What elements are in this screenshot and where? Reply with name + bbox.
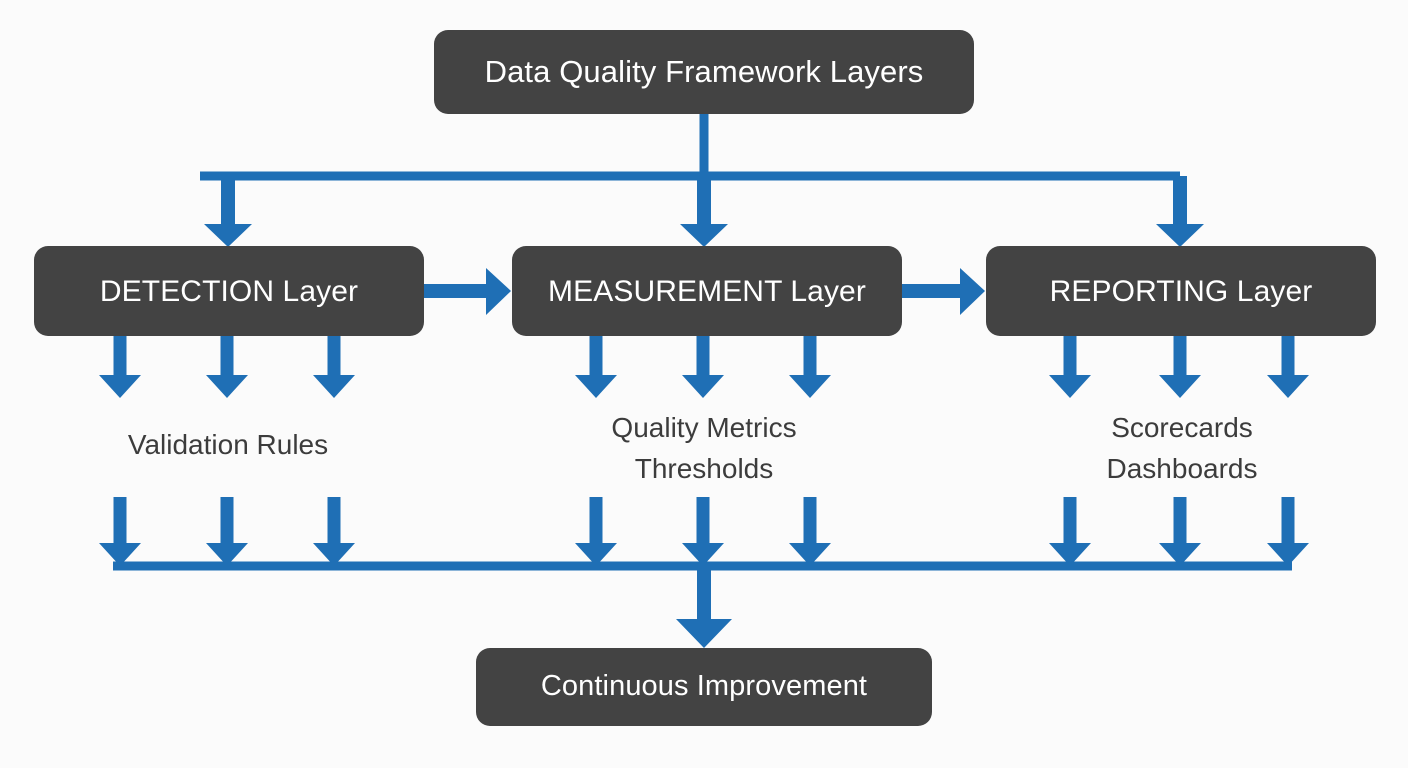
node-layer-detection[interactable]: DETECTION Layer [34, 246, 424, 336]
node-outcome-continuous-improvement[interactable]: Continuous Improvement [476, 648, 932, 726]
leaf-text-detection: Validation Rules [28, 424, 428, 465]
node-layer-reporting-label: REPORTING Layer [1049, 274, 1313, 308]
node-layer-measurement[interactable]: MEASUREMENT Layer [512, 246, 902, 336]
node-root-label: Data Quality Framework Layers [484, 53, 924, 89]
leaf-line: Quality Metrics [611, 412, 797, 443]
node-layer-reporting[interactable]: REPORTING Layer [986, 246, 1376, 336]
arrow-bus-to-measurement [680, 176, 728, 247]
connector-title-to-bus [200, 114, 1180, 181]
arrows-detection-to-leaf [99, 336, 355, 398]
node-outcome-label: Continuous Improvement [540, 670, 868, 703]
leaf-line: Thresholds [634, 453, 774, 484]
leaf-line: Dashboards [1106, 453, 1258, 484]
arrow-bus-to-reporting [1156, 176, 1204, 247]
leaf-line: Scorecards [1111, 412, 1253, 443]
leaf-text-reporting: Scorecards Dashboards [982, 407, 1382, 489]
node-layer-detection-label: DETECTION Layer [99, 274, 359, 308]
leaf-line: Validation Rules [127, 429, 329, 460]
arrow-measurement-to-reporting [902, 268, 985, 315]
arrow-bus-to-detection [204, 176, 252, 247]
arrow-detection-to-measurement [424, 268, 511, 315]
node-root[interactable]: Data Quality Framework Layers [434, 30, 974, 114]
node-layer-measurement-label: MEASUREMENT Layer [548, 274, 866, 308]
arrows-leaf-to-bottom-bus [99, 497, 1309, 566]
arrows-measurement-to-leaf [575, 336, 831, 398]
arrow-bus-to-outcome [676, 566, 732, 648]
leaf-text-measurement: Quality Metrics Thresholds [504, 407, 904, 489]
arrows-reporting-to-leaf [1049, 336, 1309, 398]
